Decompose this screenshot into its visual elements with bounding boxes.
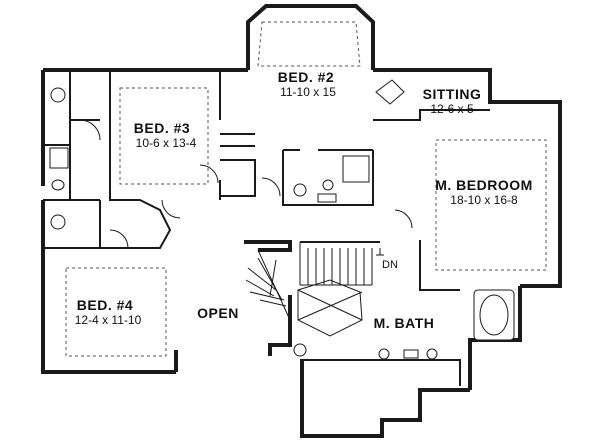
sitting-name: SITTING bbox=[423, 86, 482, 102]
master-name: M. BEDROOM bbox=[435, 177, 533, 193]
door-swings bbox=[79, 119, 413, 249]
master-dims: 18-10 x 16-8 bbox=[450, 193, 518, 207]
stair-down-label: DN bbox=[382, 259, 398, 271]
sink-icon-5 bbox=[426, 348, 438, 360]
tub-basin-icon bbox=[479, 294, 509, 336]
mbath-name: M. BATH bbox=[374, 315, 435, 331]
vanity-icon-2 bbox=[403, 349, 419, 359]
sitting-dims: 12-6 x 5 bbox=[430, 102, 474, 116]
sink-icon-4 bbox=[378, 348, 390, 360]
bed2-name: BED. #2 bbox=[278, 69, 334, 85]
shower-enclosure bbox=[297, 279, 363, 337]
tub-icon bbox=[49, 147, 69, 169]
room-labels: BED. #2 11-10 x 15 BED. #3 10-6 x 13-4 S… bbox=[75, 69, 533, 331]
sink-icon-3 bbox=[293, 183, 307, 197]
toilet-icon-3 bbox=[293, 343, 307, 357]
bed3-dims: 10-6 x 13-4 bbox=[136, 136, 197, 150]
sink-icon-2 bbox=[50, 214, 66, 230]
bed4-dims: 12-4 x 11-10 bbox=[75, 313, 142, 327]
ceiling-outlines bbox=[65, 21, 547, 357]
bed4-name: BED. #4 bbox=[77, 297, 133, 313]
vanity-icon bbox=[317, 193, 337, 203]
shower-icon bbox=[342, 155, 370, 183]
toilet-icon bbox=[51, 179, 65, 191]
open-label: OPEN bbox=[197, 305, 239, 321]
bed2-dims: 11-10 x 15 bbox=[280, 85, 336, 99]
sink-icon bbox=[50, 87, 66, 103]
interior-walls bbox=[43, 70, 490, 291]
bed3-name: BED. #3 bbox=[134, 120, 190, 136]
toilet-icon-2 bbox=[322, 179, 334, 191]
staircase bbox=[245, 242, 384, 321]
fireplace-icon bbox=[375, 79, 405, 105]
fixtures bbox=[49, 79, 515, 360]
